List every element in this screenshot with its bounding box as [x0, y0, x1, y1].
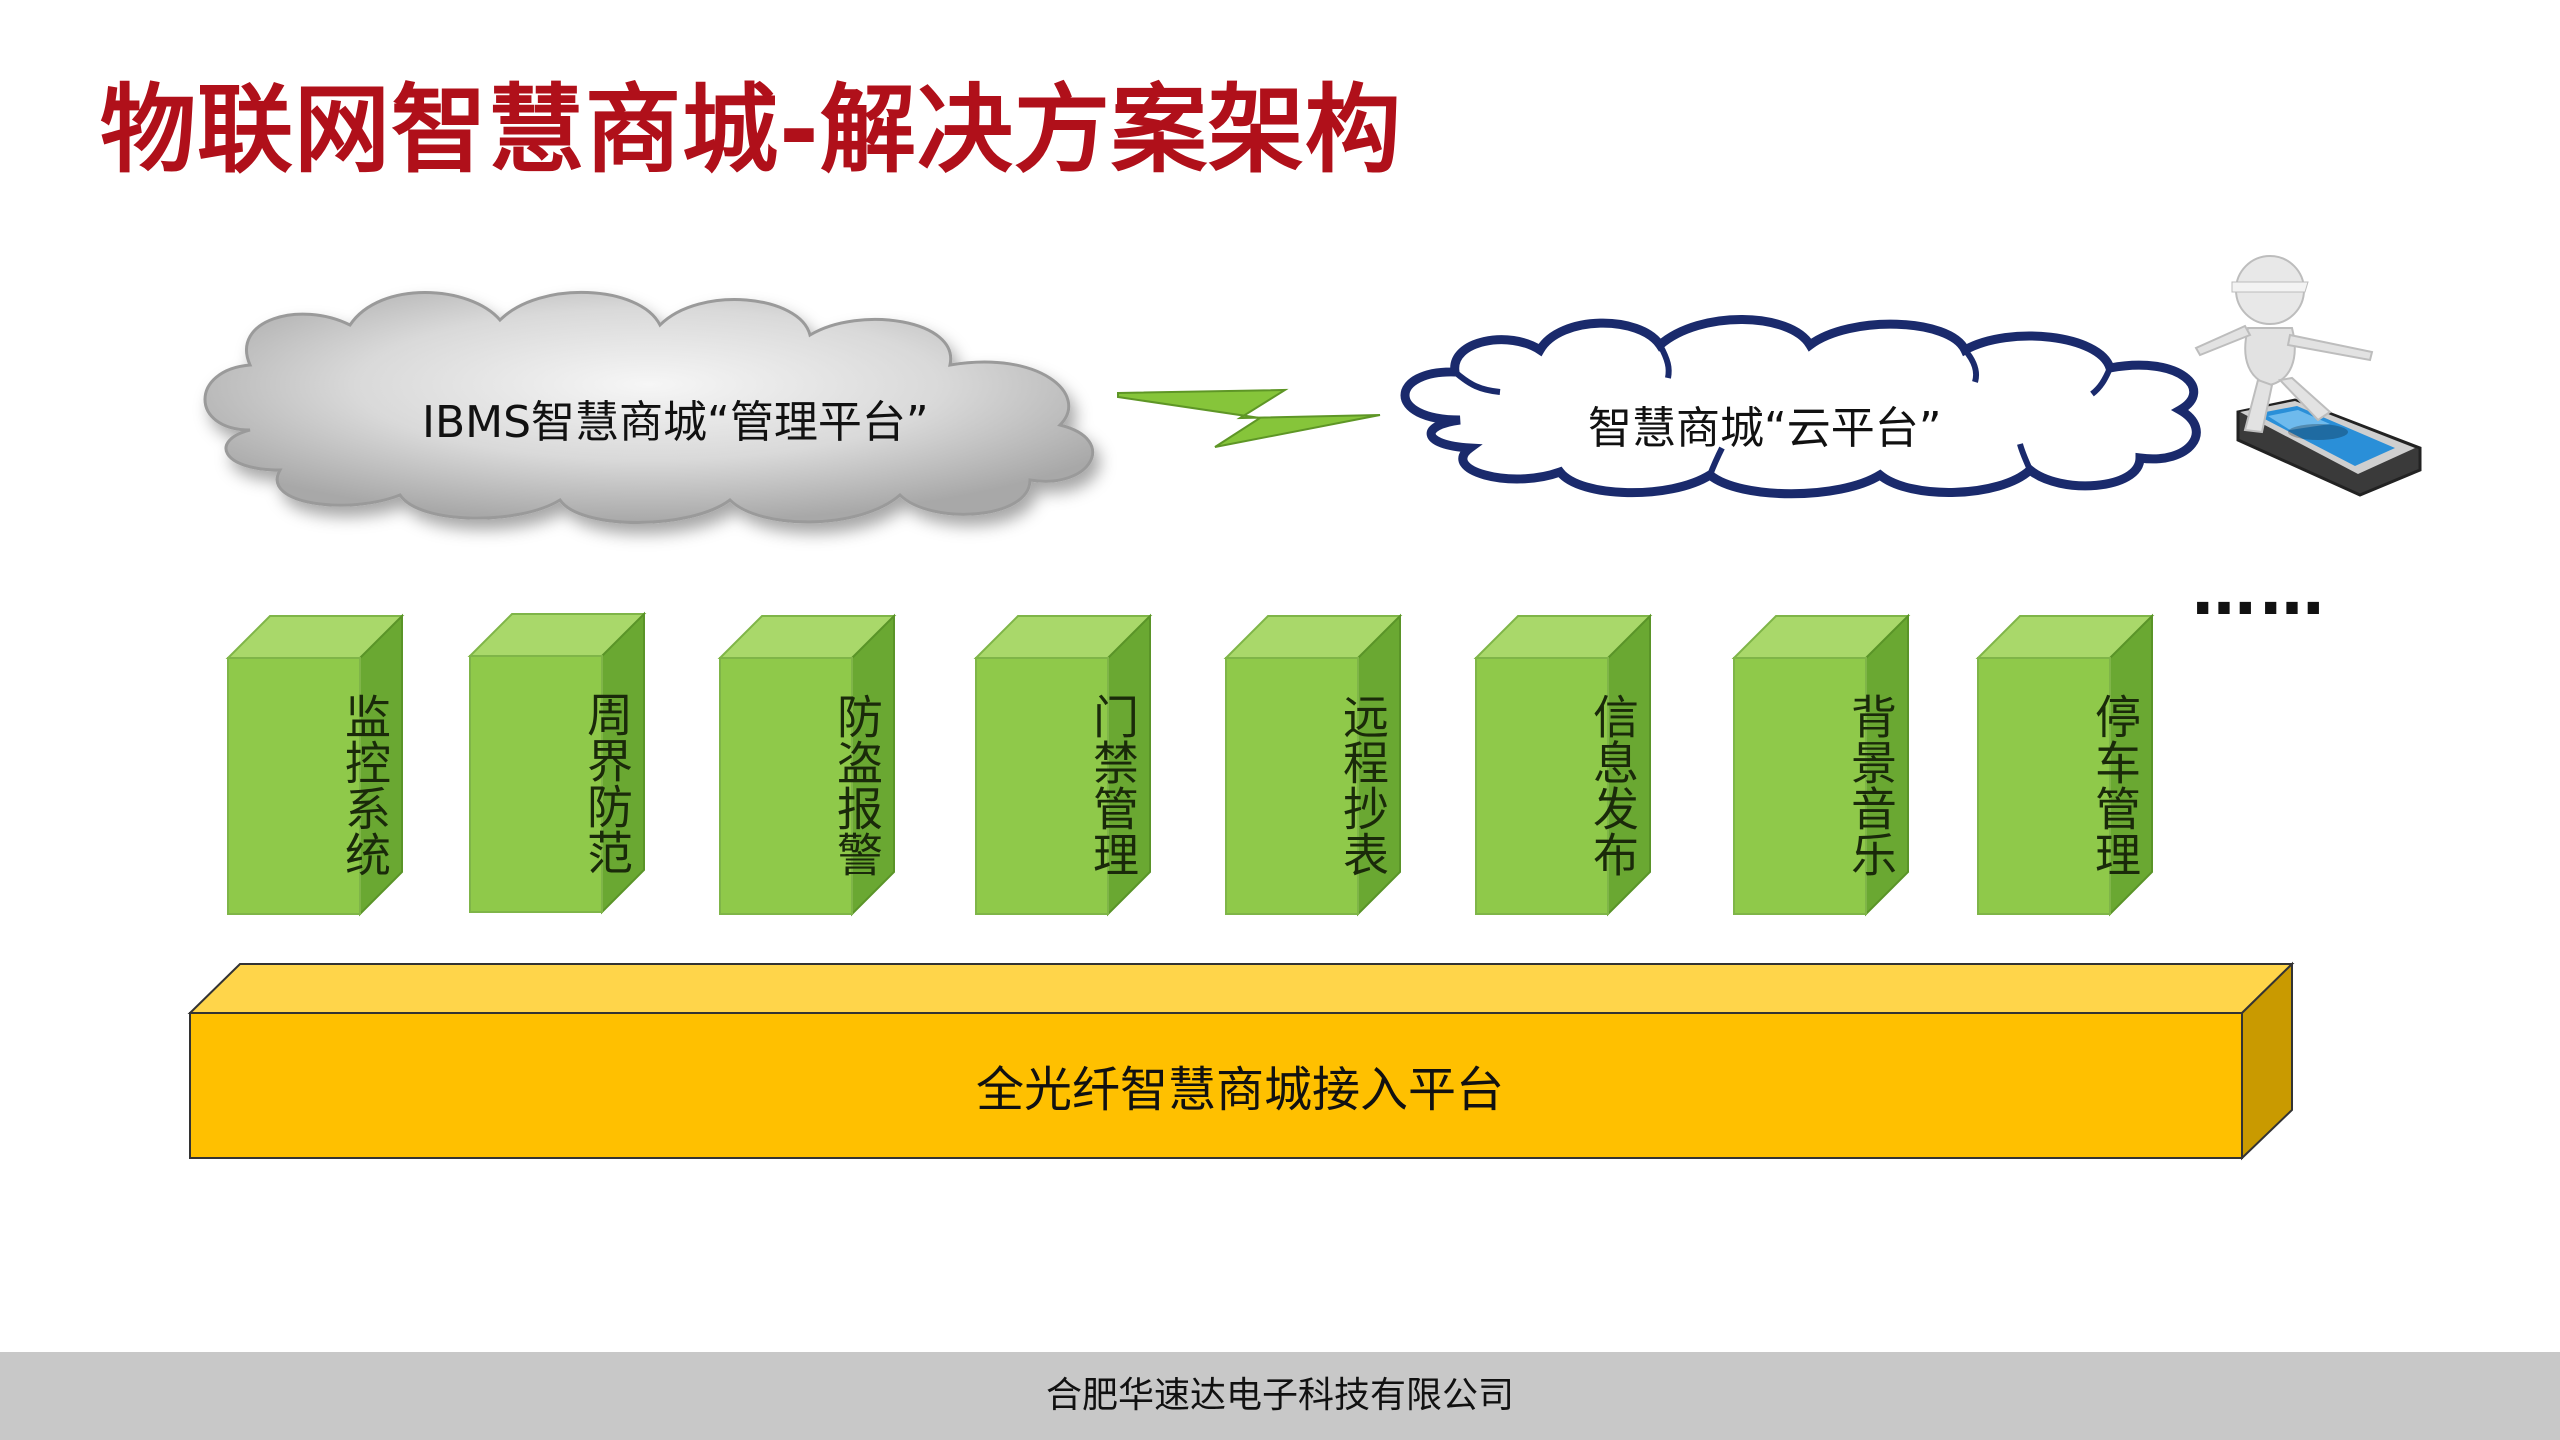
- subsystem-label: 防盗报警: [830, 693, 884, 877]
- cloud-diagram: [203, 255, 2422, 524]
- cloud-platform-cloud: [1400, 315, 2201, 499]
- footer-bar: 合肥华速达电子科技有限公司: [0, 1352, 2560, 1440]
- subsystem-label: 监控系统: [338, 693, 392, 877]
- management-cloud-label: IBMS智慧商城“管理平台”: [422, 397, 929, 448]
- subsystem-block-info-release: 信息发布: [1473, 613, 1656, 917]
- subsystem-block-access-control: 门禁管理: [973, 613, 1156, 917]
- subsystem-label: 信息发布: [1586, 693, 1640, 877]
- management-cloud: [203, 290, 1095, 524]
- subsystem-label: 停车管理: [2088, 693, 2142, 877]
- access-platform-bar: [187, 961, 2295, 1161]
- connector-lightning-icon: [1117, 388, 1381, 448]
- subsystem-label: 背景音乐: [1844, 693, 1898, 877]
- cloud-platform-label: 智慧商城“云平台”: [1588, 403, 1942, 454]
- subsystem-block-parking: 停车管理: [1975, 613, 2158, 917]
- subsystem-label: 周界防范: [580, 691, 634, 875]
- subsystem-block-monitoring: 监控系统: [225, 613, 408, 917]
- subsystem-block-meter-reading: 远程抄表: [1223, 613, 1406, 917]
- subsystem-block-background-music: 背景音乐: [1731, 613, 1914, 917]
- subsystem-block-perimeter: 周界防范: [467, 611, 650, 915]
- access-platform-label: 全光纤智慧商城接入平台: [975, 1062, 1504, 1118]
- user-on-phone-icon: [2194, 255, 2422, 497]
- more-indicator: ……: [2192, 556, 2328, 630]
- page-title: 物联网智慧商城-解决方案架构: [100, 74, 1402, 186]
- subsystem-label: 门禁管理: [1086, 693, 1140, 877]
- subsystem-block-alarm: 防盗报警: [717, 613, 900, 917]
- company-name: 合肥华速达电子科技有限公司: [1045, 1375, 1514, 1416]
- subsystem-label: 远程抄表: [1336, 693, 1390, 877]
